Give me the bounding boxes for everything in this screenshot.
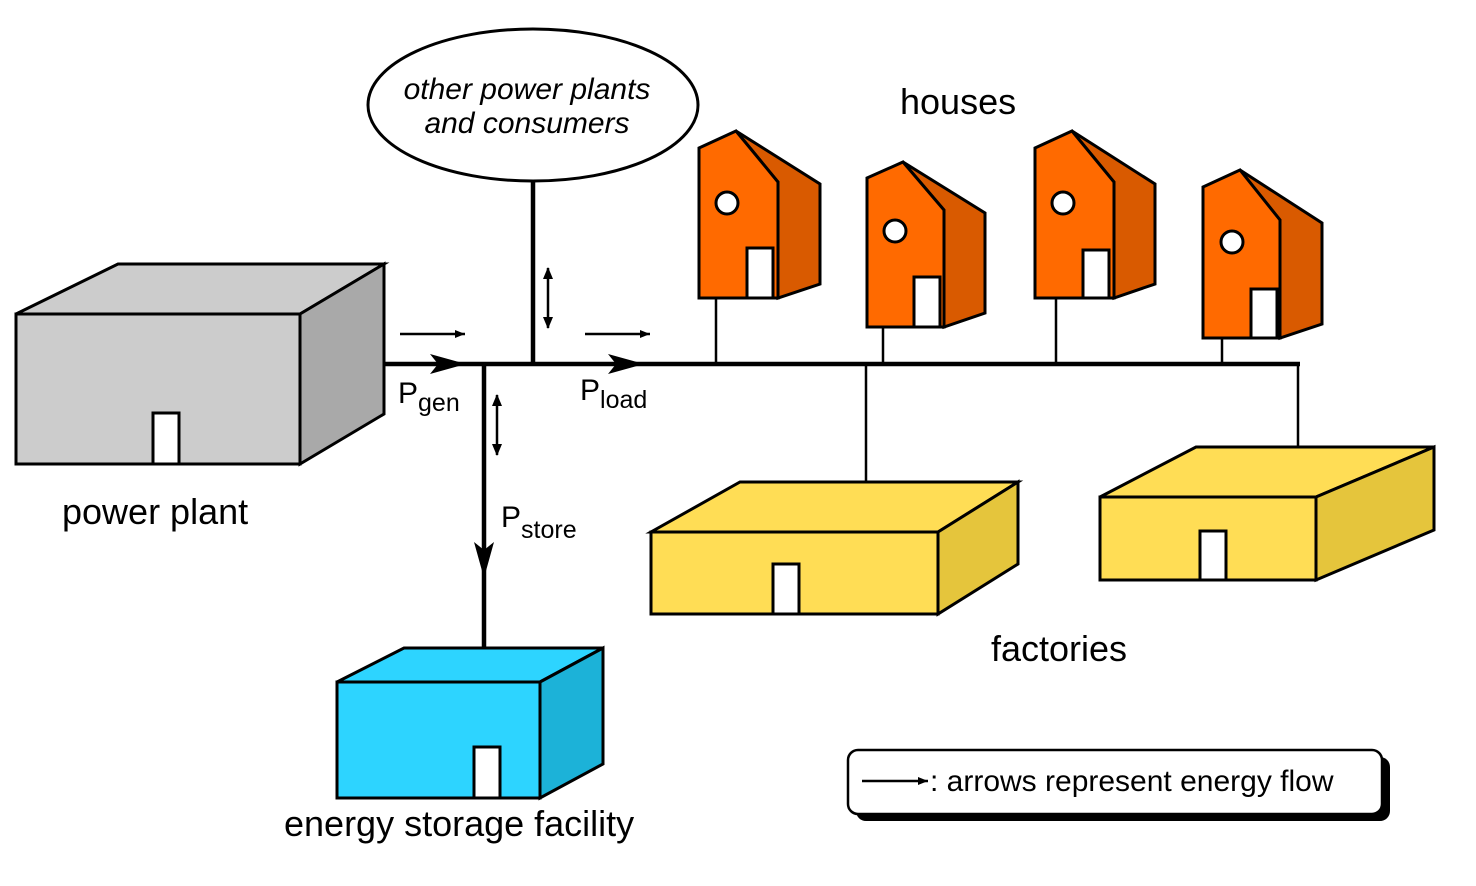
other-plants-ellipse: other power plants and consumers <box>366 27 700 183</box>
door <box>472 745 502 800</box>
factory-building-1 <box>645 479 1024 617</box>
factory-building-2 <box>1098 444 1436 583</box>
gen-flow-arrowhead <box>430 354 466 374</box>
p-store-label: Pstore <box>501 501 577 544</box>
house-1 <box>697 129 822 301</box>
load-flow-arrowhead <box>608 354 644 374</box>
flow-arrows <box>400 267 650 578</box>
storage-label: energy storage facility <box>284 803 634 844</box>
others-label-line1: other power plants <box>404 73 651 106</box>
house-2 <box>865 160 987 330</box>
door <box>771 562 801 616</box>
house-3 <box>1033 129 1157 301</box>
grid-wiring <box>300 181 1300 648</box>
houses-label: houses <box>900 81 1016 122</box>
house-4 <box>1201 168 1324 341</box>
power-plant-building <box>14 261 390 467</box>
store-flow-arrowhead <box>474 542 494 578</box>
legend-box: : arrows represent energy flow <box>846 748 1390 821</box>
door <box>1249 287 1279 340</box>
p-gen-label: Pgen <box>398 377 460 417</box>
door <box>1198 529 1228 582</box>
power-plant-label: power plant <box>62 491 248 532</box>
storage-facility-building <box>335 645 605 801</box>
legend-text: : arrows represent energy flow <box>930 765 1334 798</box>
others-label-line2: and consumers <box>424 107 629 140</box>
door <box>745 246 775 300</box>
door <box>1081 248 1111 300</box>
door <box>151 411 181 466</box>
door <box>912 275 942 329</box>
p-load-label: Pload <box>580 374 647 414</box>
factories-label: factories <box>991 628 1127 669</box>
